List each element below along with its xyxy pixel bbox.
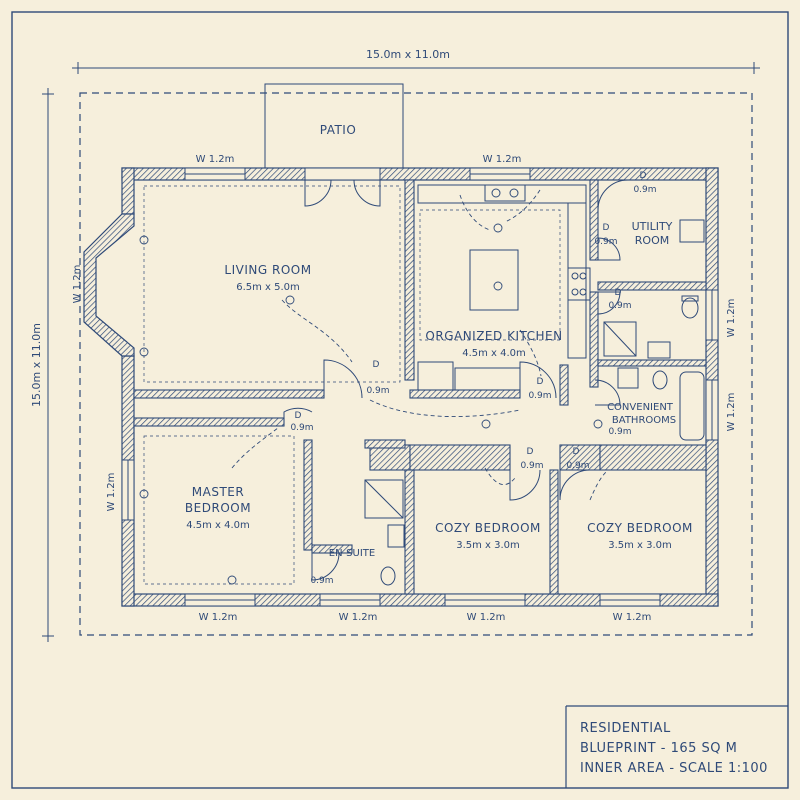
utility-label-2: ROOM: [635, 234, 669, 247]
door-master-d: D: [295, 411, 302, 421]
electrical-runs: [143, 185, 561, 585]
window-label-top-mid: W 1.2m: [483, 154, 522, 165]
door-bed2-size: 0.9m: [520, 461, 543, 471]
window-label-right-upper: W 1.2m: [726, 299, 737, 338]
shower: [603, 321, 637, 357]
window-label-left-bay: W 1.2m: [72, 265, 83, 304]
door-bed2-d: D: [527, 447, 534, 457]
door-labels: D 0.9m D 0.9m D 0.9m D 0.9m D 0.9m D 0.9…: [290, 171, 656, 586]
site-boundary: [79, 92, 753, 636]
door-kitchen-d: D: [537, 377, 544, 387]
door-kitchen-size: 0.9m: [528, 391, 551, 401]
utility-label-1: UTILITY: [632, 220, 673, 233]
window-label-bottom-3: W 1.2m: [467, 612, 506, 623]
kitchen-label: ORGANIZED KITCHEN: [425, 329, 562, 343]
title-line-2: BLUEPRINT - 165 SQ M: [580, 741, 737, 756]
door-living-d: D: [373, 360, 380, 370]
paper-border: [11, 11, 789, 789]
patio-label: PATIO: [320, 123, 357, 137]
interior-walls: [133, 179, 707, 595]
circulation-paths: [231, 189, 607, 501]
title-line-3: INNER AREA - SCALE 1:100: [580, 761, 768, 776]
ensuite-label: EN-SUITE: [329, 548, 375, 559]
door-ensuite-size: 0.9m: [310, 576, 333, 586]
kitchen-island: [469, 249, 519, 311]
living-room-dims: 6.5m x 5.0m: [236, 282, 300, 293]
door-bath-upper-size: 0.9m: [608, 301, 631, 311]
bathrooms-label-2: BATHROOMS: [612, 415, 676, 426]
door-utility-top-d: D: [640, 171, 647, 181]
bathtub: [679, 371, 705, 441]
master-bedroom-label-1: MASTER: [192, 485, 244, 499]
door-bath-lower-size: 0.9m: [608, 427, 631, 437]
bedroom-3-label: COZY BEDROOM: [587, 521, 693, 535]
light-fixtures: [139, 223, 603, 585]
title-line-1: RESIDENTIAL: [580, 721, 671, 736]
door-bed3-size: 0.9m: [566, 461, 589, 471]
door-bath-upper-d: D: [615, 288, 622, 298]
width-dimension-label: 15.0m x 11.0m: [366, 48, 450, 61]
bedroom-2-label: COZY BEDROOM: [435, 521, 541, 535]
bedroom-3-dims: 3.5m x 3.0m: [608, 540, 672, 551]
toilet: [681, 297, 699, 319]
door-utility-top-size: 0.9m: [633, 185, 656, 195]
window-label-bottom-1: W 1.2m: [199, 612, 238, 623]
doors: [283, 179, 629, 581]
window-label-top-left: W 1.2m: [196, 154, 235, 165]
fixtures: [364, 184, 705, 586]
bathrooms-label-1: CONVENIENT: [607, 402, 674, 413]
kitchen-dims: 4.5m x 4.0m: [462, 348, 526, 359]
window-label-bottom-2: W 1.2m: [339, 612, 378, 623]
door-utility-left-size: 0.9m: [594, 237, 617, 247]
bedroom-2-dims: 3.5m x 3.0m: [456, 540, 520, 551]
door-utility-left-d: D: [603, 223, 610, 233]
title-block: RESIDENTIAL BLUEPRINT - 165 SQ M INNER A…: [565, 705, 788, 788]
stove: [567, 267, 591, 301]
living-room-label: LIVING ROOM: [224, 263, 311, 277]
master-bedroom-label-2: BEDROOM: [185, 501, 251, 515]
windows: [121, 167, 719, 607]
master-bedroom-dims: 4.5m x 4.0m: [186, 520, 250, 531]
door-bed3-d: D: [573, 447, 580, 457]
door-master-size: 0.9m: [290, 423, 313, 433]
overall-dimensions: [42, 62, 760, 642]
window-label-left-master: W 1.2m: [106, 473, 117, 512]
window-label-right-lower: W 1.2m: [726, 393, 737, 432]
height-dimension-label: 15.0m x 11.0m: [30, 323, 43, 407]
kitchen-sink: [484, 184, 526, 202]
door-living-size: 0.9m: [366, 386, 389, 396]
window-label-bottom-4: W 1.2m: [613, 612, 652, 623]
